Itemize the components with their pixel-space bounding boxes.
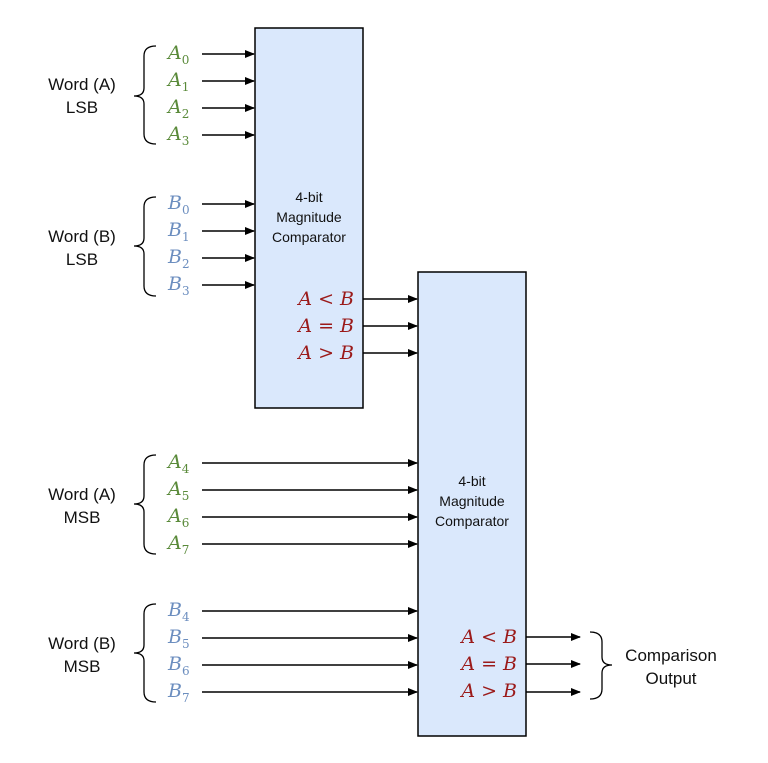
signal-b1: B1 <box>167 219 190 244</box>
msb-output-a-gt-b: A > B <box>459 680 517 702</box>
word-a-msb-label-1: Word (A) <box>48 485 116 504</box>
word-b-lsb-label-1: Word (B) <box>48 227 116 246</box>
brace-word-b-msb <box>133 603 157 703</box>
brace-word-b-lsb <box>133 196 157 297</box>
lsb-output-a-gt-b: A > B <box>296 342 354 364</box>
signal-b6: B6 <box>167 653 190 678</box>
msb-comparator-label-1: 4-bit <box>458 473 485 489</box>
word-b-msb-label-2: MSB <box>64 657 101 676</box>
word-a-signals: A0 A1 A2 A3 A4 A5 A6 A7 <box>166 42 190 557</box>
signal-a7: A7 <box>166 532 189 557</box>
signal-b3: B3 <box>167 273 190 298</box>
lsb-output-a-lt-b: A < B <box>296 288 354 310</box>
cascade-wires <box>363 295 418 357</box>
word-b-signals: B0 B1 B2 B3 B4 B5 B6 B7 <box>167 192 190 705</box>
word-a-lsb-label-2: LSB <box>66 98 98 117</box>
comparison-output-label-1: Comparison <box>625 646 717 665</box>
signal-a1: A1 <box>166 69 189 94</box>
msb-comparator-box <box>417 271 527 737</box>
input-wires <box>202 50 418 696</box>
brace-word-a-msb <box>133 454 157 555</box>
signal-a2: A2 <box>166 96 189 121</box>
word-b-lsb-label-2: LSB <box>66 250 98 269</box>
signal-a3: A3 <box>166 123 189 148</box>
brace-word-a-lsb <box>133 45 157 145</box>
lsb-comparator-box <box>254 27 364 409</box>
msb-comparator-label-2: Magnitude <box>439 493 505 509</box>
msb-comparator-label-3: Comparator <box>435 513 509 529</box>
lsb-output-a-eq-b: A = B <box>296 315 354 337</box>
signal-b2: B2 <box>167 246 190 271</box>
signal-a5: A5 <box>166 478 189 503</box>
signal-b0: B0 <box>167 192 190 217</box>
output-wires <box>526 633 581 696</box>
msb-output-a-lt-b: A < B <box>459 626 517 648</box>
word-a-lsb-label-1: Word (A) <box>48 75 116 94</box>
lsb-comparator-label-3: Comparator <box>272 229 346 245</box>
signal-a6: A6 <box>166 505 189 530</box>
brace-comparison-output <box>589 631 613 700</box>
msb-output-a-eq-b: A = B <box>459 653 517 675</box>
word-b-msb-label-1: Word (B) <box>48 634 116 653</box>
signal-b4: B4 <box>167 599 190 624</box>
signal-a4: A4 <box>166 451 190 476</box>
lsb-comparator-label-1: 4-bit <box>295 189 322 205</box>
word-a-msb-label-2: MSB <box>64 508 101 527</box>
signal-b7: B7 <box>167 680 190 705</box>
signal-a0: A0 <box>166 42 189 67</box>
lsb-comparator-label-2: Magnitude <box>276 209 342 225</box>
signal-b5: B5 <box>167 626 190 651</box>
comparison-output-label-2: Output <box>645 669 696 688</box>
